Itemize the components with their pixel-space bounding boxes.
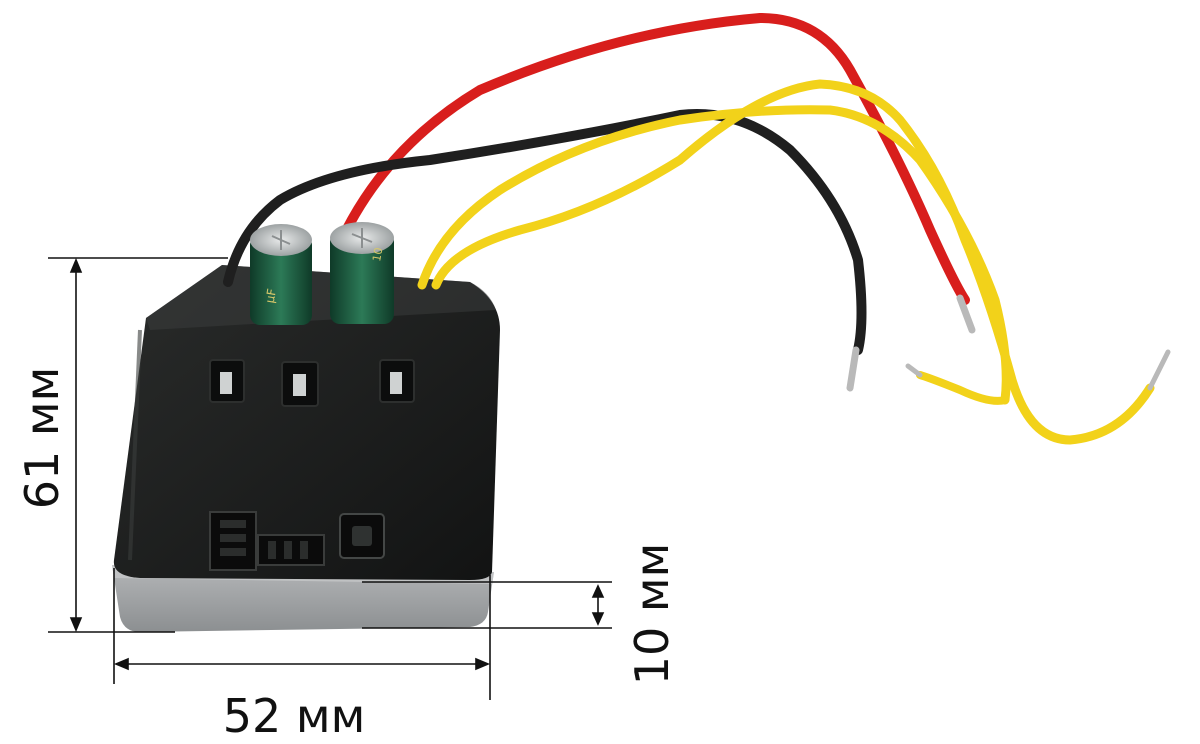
- wire-yellow-2: [431, 79, 1171, 445]
- capacitor-icon: 10: [330, 222, 394, 324]
- terminal-icon: [209, 359, 245, 403]
- dimension-label-width: 52 мм: [222, 689, 366, 743]
- capacitor-icon: µF: [250, 224, 312, 325]
- connector-icon: [209, 511, 325, 571]
- button-icon: [339, 513, 385, 559]
- dimension-label-depth: 10 мм: [625, 542, 679, 686]
- controller-board: [113, 265, 500, 580]
- dimension-label-height: 61 мм: [15, 366, 69, 510]
- capacitor-marking: 10: [370, 246, 385, 262]
- wire-black: [223, 109, 867, 392]
- terminal-icon: [281, 361, 319, 407]
- dimension-width: [113, 568, 491, 700]
- wire-red: [331, 12, 976, 334]
- dimension-depth: [362, 581, 612, 629]
- svg-text:µF: µF: [263, 287, 279, 304]
- terminal-icon: [379, 359, 415, 403]
- wire-yellow-1: [417, 105, 1011, 405]
- dimension-height: [48, 257, 228, 633]
